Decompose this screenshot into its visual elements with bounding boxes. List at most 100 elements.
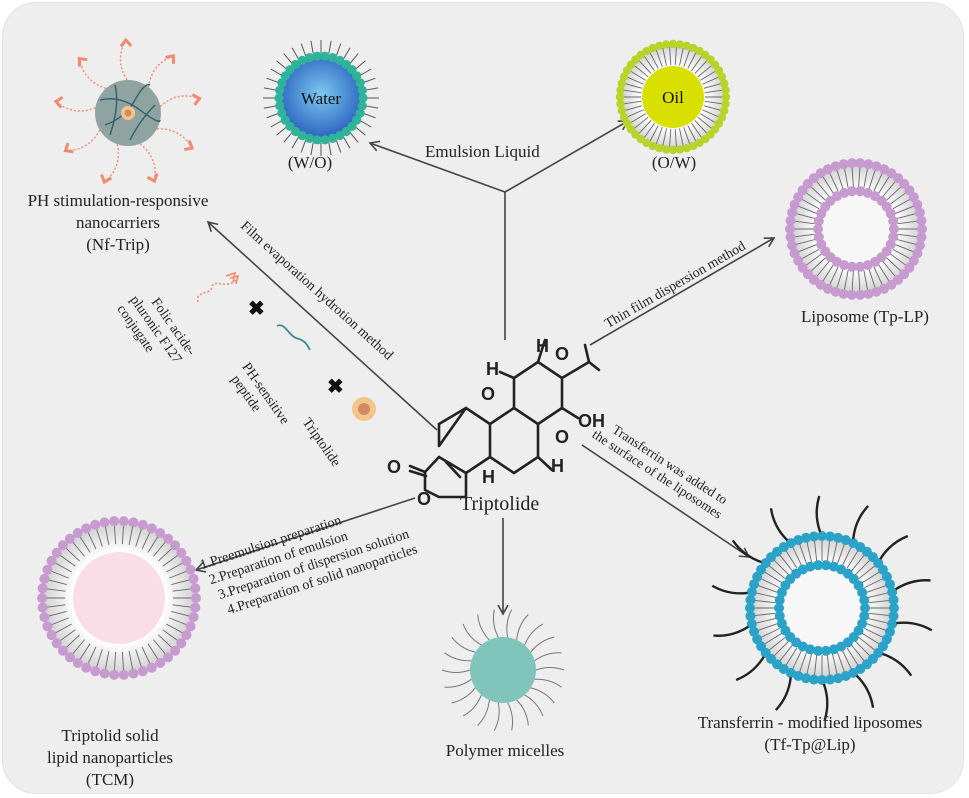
polymer-chain [534,678,562,688]
lipid-tail [655,49,663,67]
atom-o: O [387,457,401,477]
transferrin-ligand [713,625,749,637]
release-path [65,129,101,152]
lipid-tail [128,526,134,546]
lipid-tail [868,599,890,604]
lipid-tail [826,654,831,676]
lipid-head [335,55,345,66]
lipid-head [622,119,632,128]
lipid-tail [171,579,190,586]
triptolide-label: Triptolide [460,493,540,515]
polymer-chain [462,623,482,646]
arrow-to-wo [368,140,506,193]
lipid-tail [850,554,865,572]
lipid-head [137,666,148,677]
lipid-tail [363,77,376,84]
lipid-head [813,224,823,234]
lipid-head [357,101,367,111]
lipid-tail [276,60,287,70]
lipid-tail [162,554,179,567]
lipid-tail [687,52,697,69]
lipid-head [617,106,627,115]
lipid-tail [363,112,376,119]
lipid-tail [626,109,644,118]
lipid-head [655,41,664,51]
lipid-head [859,595,870,606]
lipid-tail [46,588,66,592]
lipid-tail [851,270,854,291]
transferrin-ligand [882,652,913,677]
lipid-head [916,215,927,226]
lipid-tail [113,651,117,671]
lipid-tail [54,623,72,634]
lipid-tail [799,652,807,673]
lipid-tail [633,65,649,78]
lipid-head [128,668,139,679]
lipid-tail [291,136,299,149]
lipid-head [51,547,62,558]
lipid-head [341,126,351,137]
lipid-head [312,51,322,61]
atom-o: O [555,344,569,364]
lipid-tail [816,261,830,278]
lipid-tail [867,592,889,598]
lipid-head [855,289,866,300]
lipid-head [81,523,92,534]
release-chevron [165,53,176,64]
lipid-tail [59,629,76,642]
lipid-head [128,517,139,528]
lipid-head [312,135,322,145]
lipid-tail [694,60,708,74]
lipid-tail [310,142,314,156]
lipid-tail [624,105,643,111]
transferrin-ligand [731,539,762,564]
lipid-tail [794,233,815,238]
lipid-tail [861,632,880,645]
lipid-head [280,115,290,125]
lipid-tail [630,113,646,124]
lipid-tail [335,140,342,153]
lipid-head [355,108,365,118]
lipid-head [774,595,785,606]
lipid-head [717,72,727,81]
lipid-tail [757,585,778,593]
ph-carrier-label-line: (Nf-Trip) [86,235,150,254]
lipid-head [274,93,284,103]
lipid-tail [624,83,643,89]
lipid-tail [841,546,852,566]
lipid-head [830,286,841,297]
lipid-head [863,288,874,299]
lipid-head [862,260,873,271]
aqueous-core [822,195,890,263]
lipid-head [833,532,844,543]
lipid-head [668,145,678,155]
lipid-tail [72,541,85,557]
liposome-particle [785,158,927,300]
lipid-head [854,261,865,272]
lipid-tail [683,127,691,145]
lipid-head [857,587,868,598]
lipid-tail [623,100,642,105]
lipid-tail [894,205,914,214]
lipid-head [661,40,671,49]
lipid-head [793,255,804,266]
lipid-head [675,145,685,154]
lipid-tail [691,55,703,72]
lipid-head [817,675,827,685]
lipid-head [859,610,870,621]
lipid-tail [792,650,803,670]
lipid-tail [861,571,880,584]
tf-liposome-label-line: Transferrin - modified liposomes [697,713,923,732]
lipid-head [64,652,75,663]
lipid-tail [805,253,823,266]
lipid-head [81,662,92,673]
transferrin-ligand [822,683,829,721]
release-path [55,100,96,112]
polymer-chain [530,687,555,704]
lipid-tail [310,40,314,54]
lipid-tail [328,40,332,54]
release-path [103,144,120,183]
lipid-tail [113,525,117,545]
lipid-tail [96,649,103,668]
lipid-tail [801,248,820,260]
